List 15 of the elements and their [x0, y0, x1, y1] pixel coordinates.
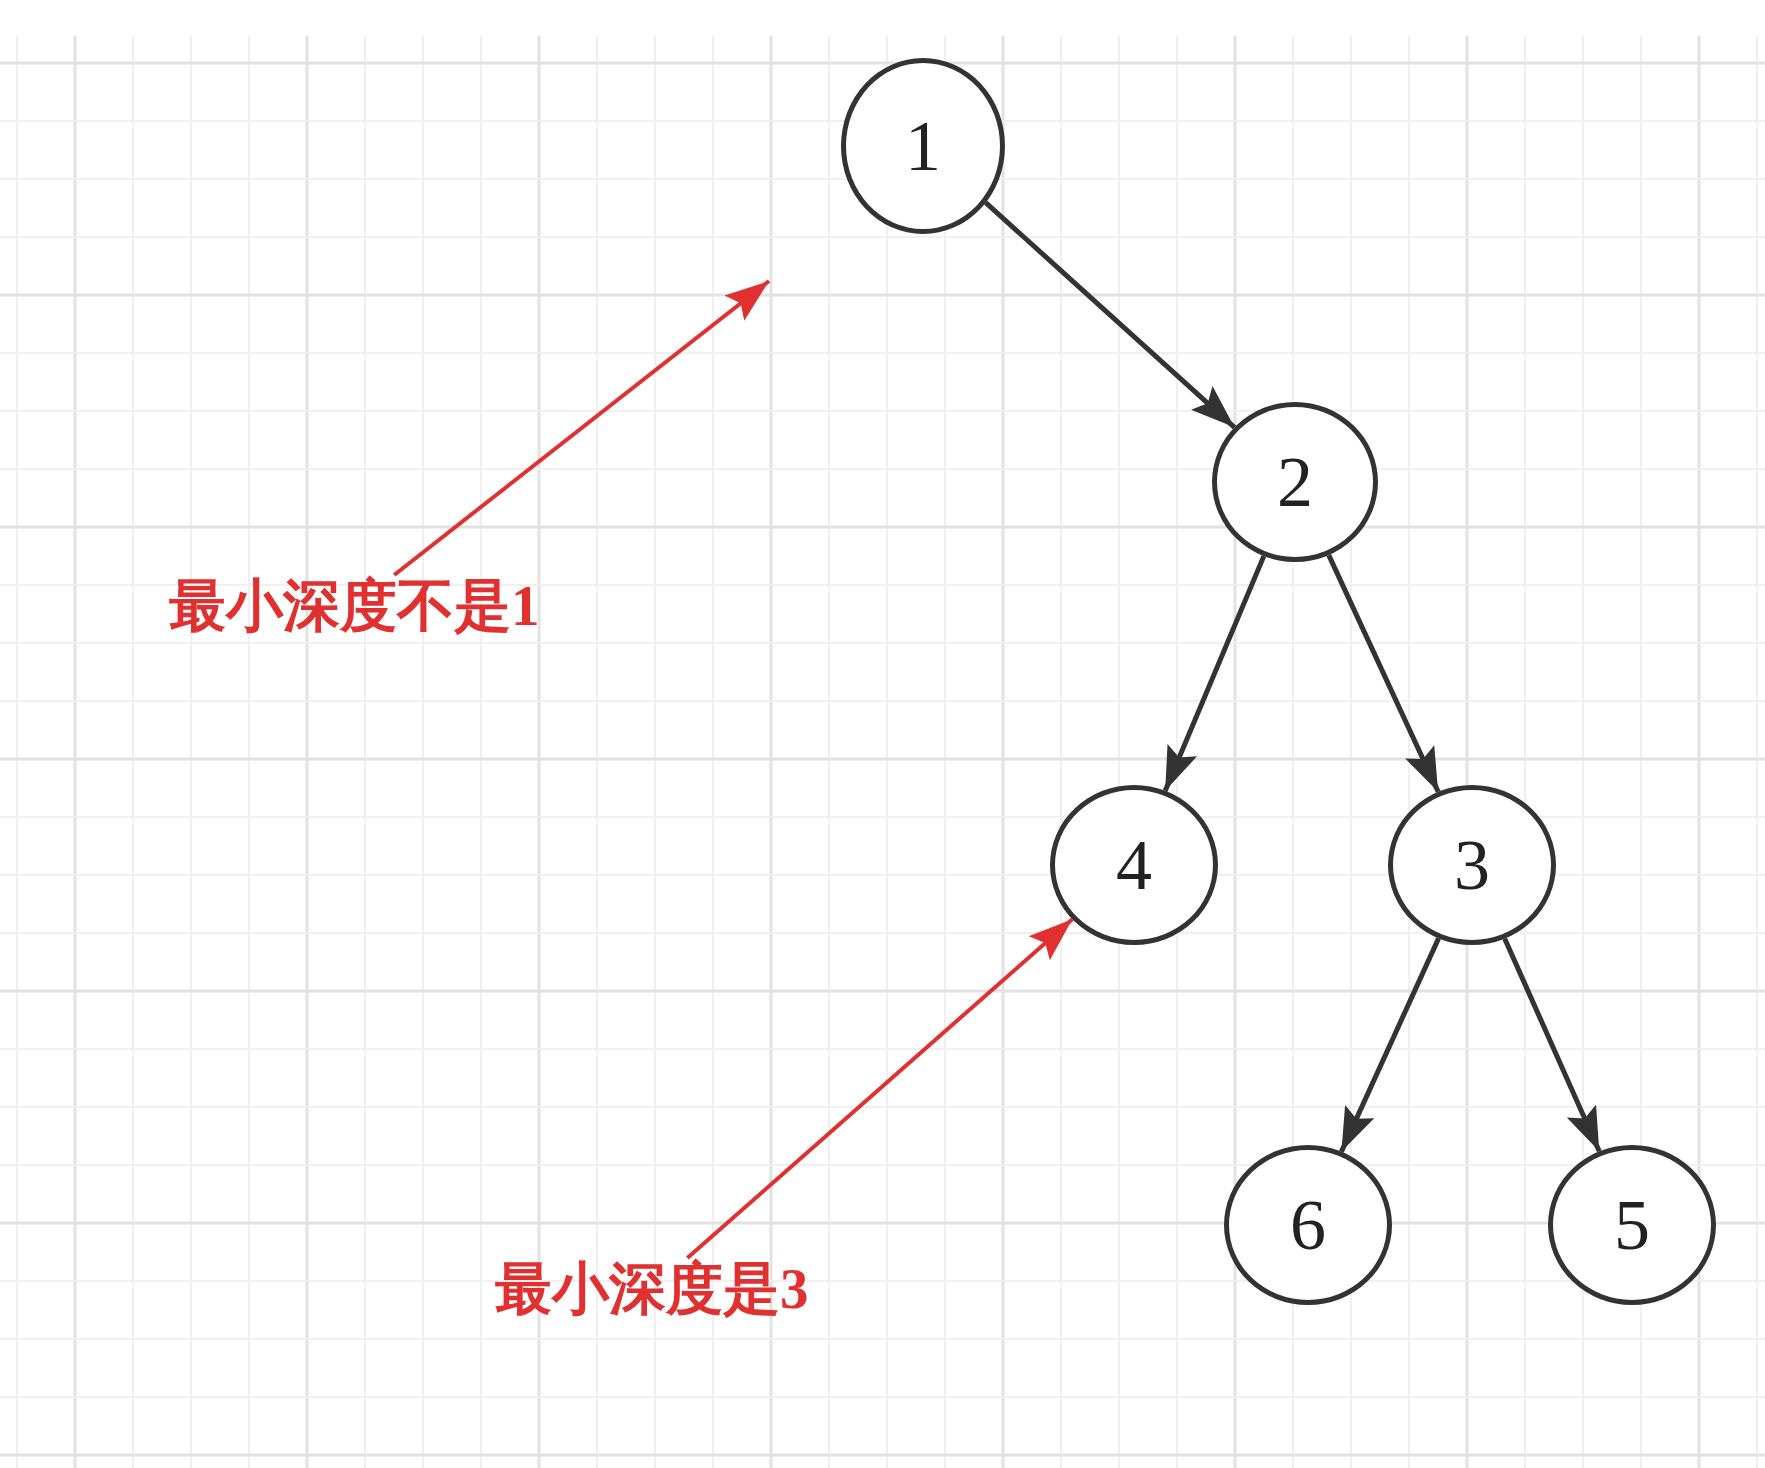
- arrow: [1502, 937, 1602, 1153]
- leader-arrow: [392, 279, 771, 577]
- tree-node: 3: [1388, 785, 1556, 945]
- arrow: [1339, 937, 1441, 1153]
- tree-node: 4: [1050, 785, 1218, 945]
- tree-node: 1: [841, 58, 1005, 234]
- tree-node: 5: [1548, 1145, 1716, 1305]
- tree-node: 2: [1212, 402, 1378, 562]
- arrow: [984, 200, 1237, 430]
- tree-node: 6: [1224, 1145, 1392, 1305]
- annotation-text: 最小深度是3: [495, 1258, 809, 1321]
- arrow: [1326, 554, 1441, 793]
- arrow: [686, 917, 1074, 1260]
- arrow: [1162, 555, 1267, 792]
- annotation-text: 最小深度不是1: [169, 575, 540, 638]
